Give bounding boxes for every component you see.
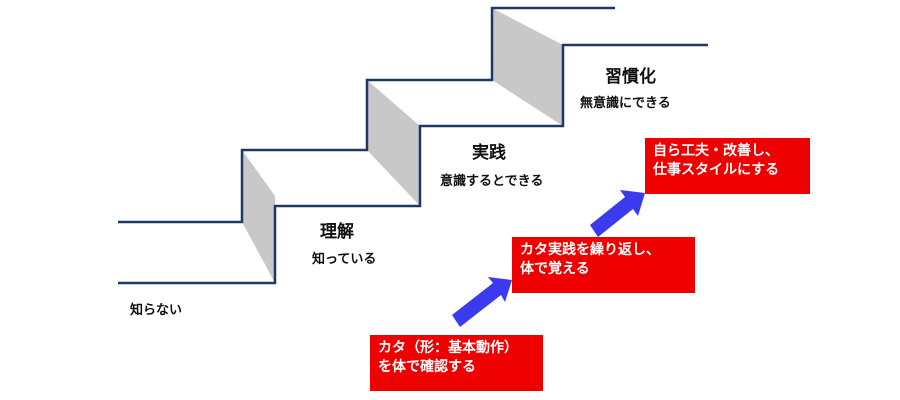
stage-2-title: 実践	[472, 143, 506, 163]
up-right-arrow-icon	[452, 277, 512, 327]
stair-front-edge	[118, 43, 708, 285]
riser-1	[242, 150, 275, 283]
stage-3-title: 習慣化	[605, 67, 656, 87]
stage-1-subtitle: 知っている	[312, 252, 377, 267]
step-box-2: カタ実践を繰り返し、 体で覚える	[512, 237, 695, 293]
stage-3-subtitle: 無意識にできる	[580, 96, 671, 111]
riser-3	[492, 8, 563, 126]
stage-1-title: 理解	[320, 222, 354, 242]
step-box-1: カタ（形：基本動作） を体で確認する	[370, 335, 543, 391]
stage-0-subtitle: 知らない	[130, 303, 183, 318]
up-right-arrow-icon	[590, 190, 645, 237]
riser-2	[367, 80, 420, 206]
step-box-3: 自ら工夫・改善し、 仕事スタイルにする	[645, 138, 810, 194]
stair-back-edge	[118, 6, 615, 224]
stage-2-subtitle: 意識するとできる	[440, 174, 544, 189]
